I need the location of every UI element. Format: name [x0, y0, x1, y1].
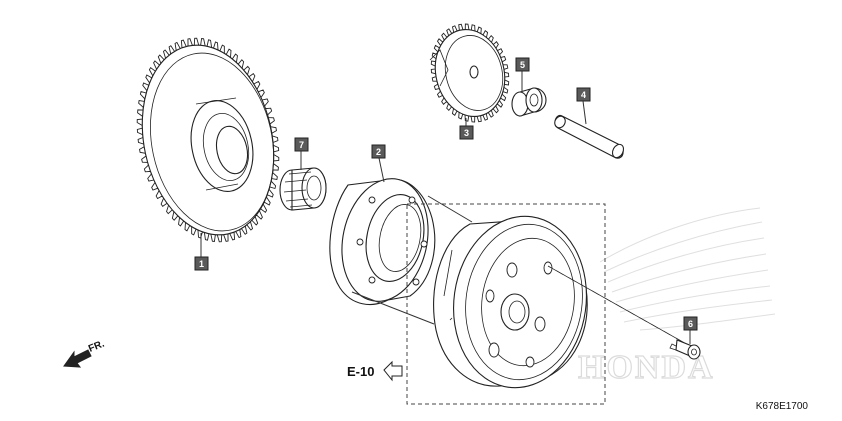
callout-5-label: 5 — [520, 60, 525, 70]
part-2-starter-clutch-outer — [329, 178, 436, 306]
callout-1-label: 1 — [199, 259, 204, 269]
callout-7-label: 7 — [299, 140, 304, 150]
part-6-bolt — [547, 265, 701, 360]
flywheel-rotor — [433, 215, 588, 389]
callout-3-label: 3 — [464, 128, 469, 138]
diagram-code: K678E1700 — [755, 401, 808, 412]
callout-6-label: 6 — [688, 319, 693, 329]
part-3-reduction-gear — [429, 23, 510, 123]
callout-5[interactable]: 5 — [515, 57, 530, 72]
callout-2[interactable]: 2 — [371, 144, 386, 159]
callout-1[interactable]: 1 — [194, 256, 209, 271]
callout-3[interactable]: 3 — [459, 125, 474, 140]
part-5-collar — [511, 87, 547, 117]
part-7-needle-bearing — [279, 167, 327, 211]
section-reference-e10[interactable]: E-10 — [347, 360, 403, 382]
leader-lines — [200, 71, 691, 344]
hollow-arrow-left-icon — [383, 360, 403, 382]
assembly-dashed-box — [406, 203, 606, 405]
callout-7[interactable]: 7 — [294, 137, 309, 152]
front-direction-indicator: FR. — [63, 338, 106, 368]
honda-wing-watermark-icon: HONDA — [577, 207, 776, 387]
callout-6[interactable]: 6 — [683, 316, 698, 331]
assembly-axis-lines — [351, 195, 473, 325]
section-reference-label: E-10 — [347, 364, 374, 379]
callout-2-label: 2 — [376, 147, 381, 157]
callout-4-label: 4 — [581, 90, 586, 100]
part-1-starter-driven-gear — [136, 37, 280, 243]
front-arrow-icon — [63, 349, 92, 368]
part-4-shaft — [554, 114, 625, 159]
front-label: FR. — [87, 338, 106, 354]
callout-4[interactable]: 4 — [576, 87, 591, 102]
